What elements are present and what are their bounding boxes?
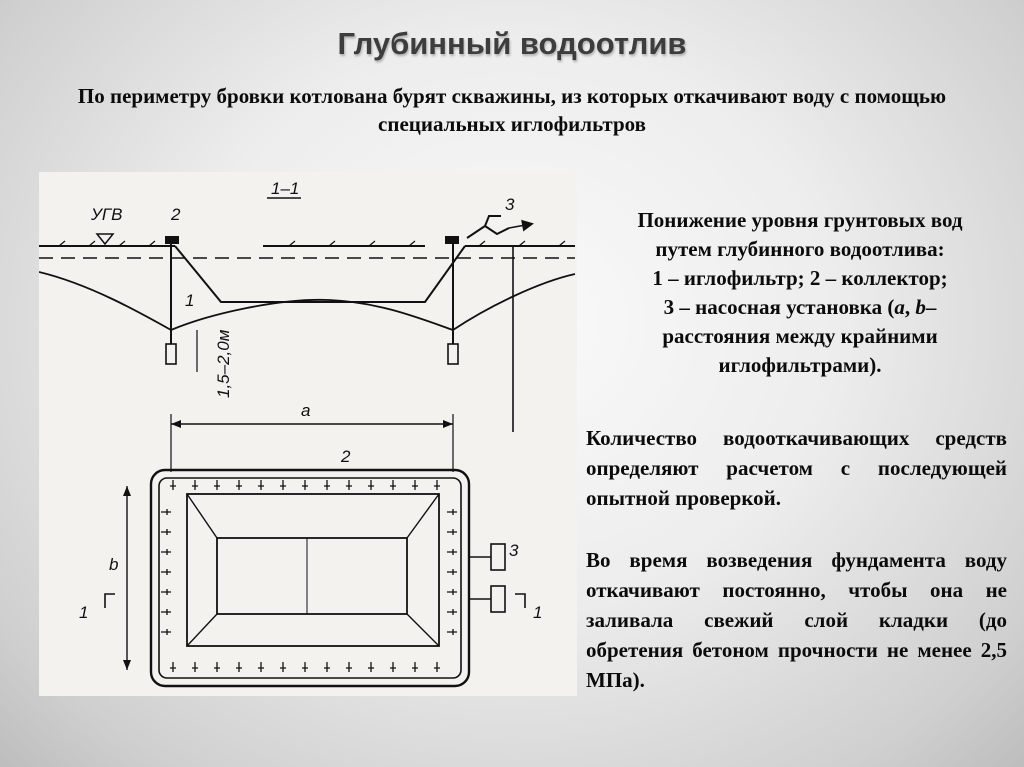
wellpoint-marker-icon (368, 480, 374, 490)
wellpoint-marker-icon (236, 480, 242, 490)
wellpoint-label-section: 1 (185, 291, 194, 310)
wellpoint-marker-icon (214, 480, 220, 490)
pit-outline-plan (186, 493, 440, 647)
paragraph-continuous-pumping: Во время возведения фундамента воду отка… (586, 548, 1007, 692)
wellpoint-marker-icon (302, 480, 308, 490)
collector-right (445, 236, 459, 244)
wellpoint-marker-icon (161, 569, 171, 575)
wellpoint-marker-icon (447, 609, 457, 615)
wellpoint-marker-icon (346, 480, 352, 490)
wellpoint-marker-icon (161, 589, 171, 595)
wellpoint-marker-icon (192, 662, 198, 672)
wellpoint-marker-icon (280, 480, 286, 490)
wellpoint-marker-icon (192, 480, 198, 490)
wellpoint-marker-icon (324, 480, 330, 490)
wellpoint-marker-icon (434, 662, 440, 672)
pump-label-section: 3 (505, 195, 515, 214)
wellpoint-marker-icon (236, 662, 242, 672)
wellpoint-marker-icon (170, 662, 176, 672)
caption-var-b: b (915, 295, 926, 319)
caption-line: путем глубинного водоотлива: (655, 237, 945, 261)
paragraph-quantity: Количество водооткачивающих средств опре… (586, 426, 1007, 510)
wellpoint-marker-icon (368, 662, 374, 672)
wellpoint-marker-icon (412, 662, 418, 672)
wellpoint-marker-icon (447, 509, 457, 515)
wellpoint-marker-icon (447, 569, 457, 575)
wellpoint-marker-icon (161, 529, 171, 535)
wellpoint-marker-icon (346, 662, 352, 672)
excavation-pit (174, 245, 466, 303)
caption-line: расстояния между крайними (662, 324, 938, 348)
section-label: 1–1 (271, 179, 299, 198)
wellpoint-diagram: 1–1 УГВ 2 3 1 1,5–2,0м (39, 172, 577, 696)
wellpoint-marker-icon (170, 480, 176, 490)
slide-subtitle: По периметру бровки котлована бурят сква… (77, 84, 947, 136)
diagram-svg: 1–1 УГВ 2 3 1 1,5–2,0м (39, 179, 576, 688)
caption-var-a: а (894, 295, 905, 319)
caption-line: 3 – насосная установка (а, b– (590, 293, 1010, 322)
wellpoint-markers (161, 480, 457, 672)
wellpoint-marker-icon (434, 480, 440, 490)
section-mark-right: 1 (533, 603, 542, 622)
diagram-caption: Понижение уровня грунтовых вод путем глу… (590, 206, 1010, 380)
caption-line: иглофильтрами). (718, 353, 882, 377)
dimension-b-label: b (109, 555, 118, 574)
collector-left (165, 236, 179, 244)
dimension-a-label: a (301, 401, 310, 420)
caption-text: 3 – насосная установка ( (663, 295, 895, 319)
wellpoint-marker-icon (214, 662, 220, 672)
wellpoint-marker-icon (447, 629, 457, 635)
wellpoint-marker-icon (390, 480, 396, 490)
wellpoint-marker-icon (161, 629, 171, 635)
pump-box-1 (490, 543, 506, 571)
wellpoint-marker-icon (302, 662, 308, 672)
wellpoint-marker-icon (258, 662, 264, 672)
pump-box-2 (490, 585, 506, 613)
wellpoint-marker-icon (447, 549, 457, 555)
collector-ring (149, 468, 471, 688)
wellpoint-marker-icon (447, 529, 457, 535)
pump-unit-icon (466, 215, 510, 239)
caption-text: – (925, 295, 937, 319)
ugv-label: УГВ (90, 205, 122, 224)
wellpoint-marker-icon (280, 662, 286, 672)
caption-text: , (904, 295, 916, 319)
wellpoint-marker-icon (390, 662, 396, 672)
wellpoint-marker-icon (161, 609, 171, 615)
wellpoint-marker-icon (258, 480, 264, 490)
section-mark-left: 1 (79, 603, 88, 622)
collector-label-section: 2 (170, 205, 181, 224)
wellpoint-marker-icon (447, 589, 457, 595)
pump-label-plan: 3 (509, 541, 519, 560)
caption-line: Понижение уровня грунтовых вод (637, 208, 963, 232)
collector-label-plan: 2 (340, 447, 351, 466)
caption-line: 1 – иглофильтр; 2 – коллектор; (652, 266, 948, 290)
wellpoint-marker-icon (324, 662, 330, 672)
wellpoint-marker-icon (161, 549, 171, 555)
wellpoint-marker-icon (412, 480, 418, 490)
depth-label: 1,5–2,0м (214, 329, 233, 398)
depression-curve (39, 271, 576, 332)
slide-title: Глубинный водоотлив (337, 26, 687, 61)
wellpoint-marker-icon (161, 509, 171, 515)
ugv-marker-icon (95, 233, 115, 246)
